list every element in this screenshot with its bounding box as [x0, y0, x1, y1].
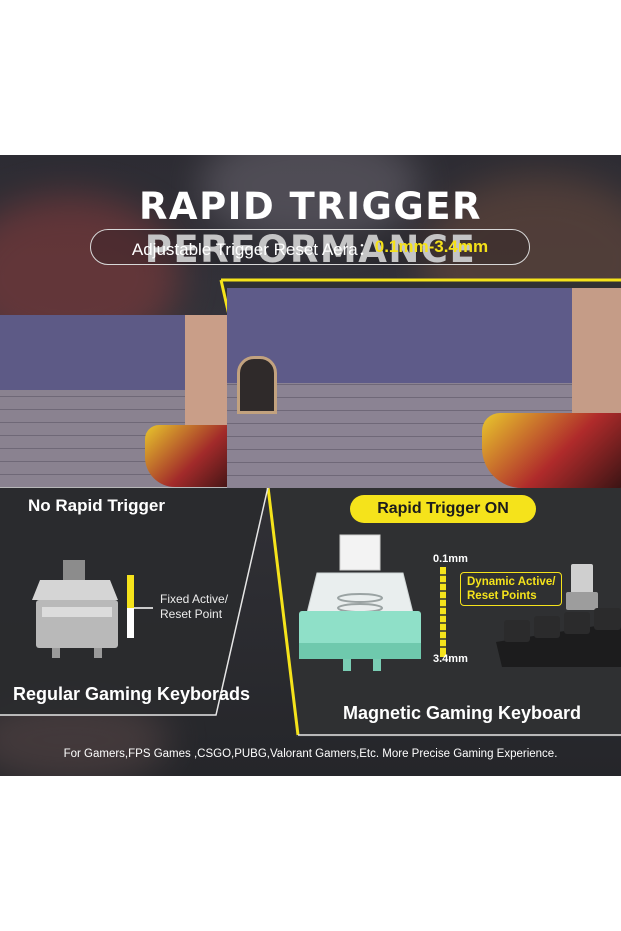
switch-stem — [339, 534, 381, 571]
dynamic-label-line1: Dynamic Active/ — [467, 576, 556, 588]
fixed-point-label: Fixed Active/ Reset Point — [160, 592, 228, 622]
trigger-range-label: Adjustable Trigger Reset Aera： — [131, 239, 375, 259]
switch-stem — [63, 560, 85, 580]
magnetic-switch-graphic — [299, 534, 421, 671]
weapon-left — [145, 425, 237, 487]
switch-base-shade — [299, 643, 421, 659]
fixed-point-label-line2: Reset Point — [160, 607, 223, 621]
switch-pin-right — [373, 659, 381, 671]
dynamic-label-line2: Reset Points — [467, 590, 537, 602]
keycap-1 — [504, 620, 530, 642]
travel-bottom-mm: 3.4mm — [433, 653, 468, 665]
scale-ticks — [440, 574, 446, 648]
keycap-3 — [564, 612, 590, 634]
fixed-point-label-line1: Fixed Active/ — [160, 592, 229, 606]
regular-switch-graphic — [32, 560, 118, 658]
switch-leg-left — [52, 648, 60, 658]
footer-text: For Gamers,FPS Games ,CSGO,PUBG,Valorant… — [63, 748, 558, 760]
regular-keyboard-caption: Regular Gaming Keyborads — [13, 684, 251, 704]
scale-bar — [440, 567, 446, 657]
indicator-bar-yellow — [127, 575, 134, 608]
floating-switch-base — [566, 592, 598, 610]
page-title: RAPID TRIGGER PERFORMANCE — [138, 185, 483, 271]
travel-top-mm: 0.1mm — [433, 553, 468, 565]
switch-leg-right — [94, 648, 102, 658]
keyboard-graphic — [496, 564, 621, 667]
weapon-right — [482, 413, 621, 488]
keyboard-body — [496, 622, 621, 667]
banner: RAPID TRIGGER PERFORMANCE Adjustable Tri… — [0, 155, 621, 776]
scene-arch-window — [237, 356, 277, 414]
indicator-bar-white — [127, 608, 134, 638]
floating-switch — [571, 564, 593, 594]
switch-body-highlight — [42, 607, 112, 617]
switch-top-housing — [32, 580, 118, 600]
trigger-range-value: 0.1mm-3.4mm — [374, 237, 489, 256]
scene-rapid-trigger-on — [227, 288, 621, 488]
no-rapid-trigger-heading: No Rapid Trigger — [28, 496, 165, 515]
fixed-point-indicator — [127, 575, 153, 638]
rapid-trigger-on-badge: Rapid Trigger ON — [350, 495, 536, 523]
keycap-4 — [594, 608, 621, 630]
switch-pin-left — [343, 659, 351, 671]
keycap-2 — [534, 616, 560, 638]
dynamic-points-label: Dynamic Active/ Reset Points — [460, 572, 563, 606]
trigger-range-pill: Adjustable Trigger Reset Aera： 0.1mm-3.4… — [90, 229, 530, 265]
magnetic-keyboard-caption: Magnetic Gaming Keyboard — [343, 703, 582, 723]
scene-no-rapid-trigger — [0, 315, 237, 487]
dynamic-point-scale — [440, 567, 446, 657]
